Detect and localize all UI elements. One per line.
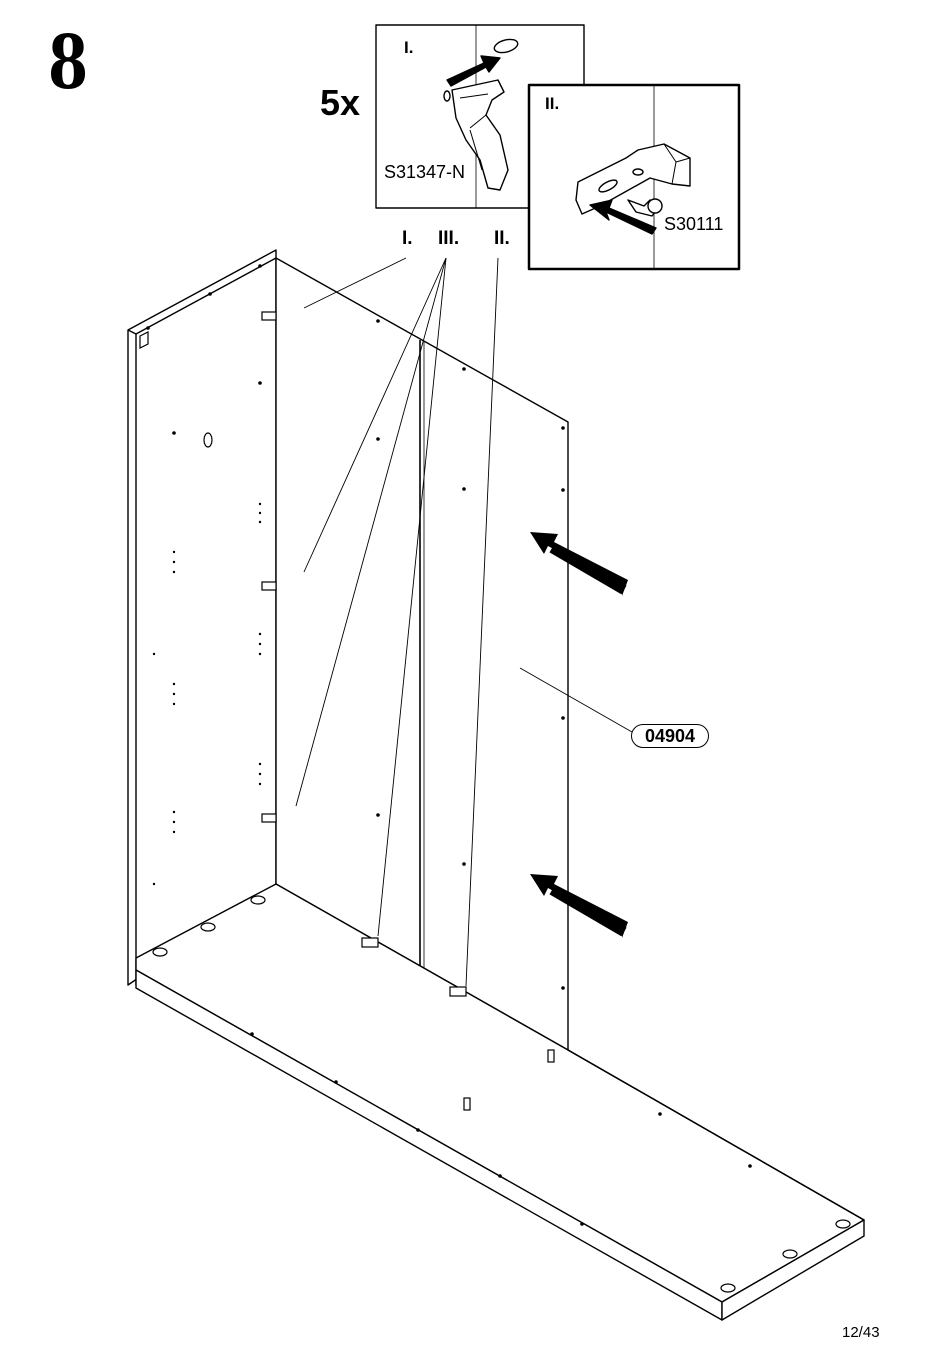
callout-label-2: II. — [494, 228, 510, 250]
inset-2-label: II. — [545, 94, 559, 114]
quantity-label: 5x — [320, 82, 360, 124]
panel-part-number-tag: 04904 — [631, 724, 709, 748]
inset-1-part-code: S31347-N — [384, 162, 465, 183]
callout-label-3: III. — [438, 228, 459, 250]
inset-2-part-code: S30111 — [664, 214, 723, 235]
side-panel — [128, 250, 276, 985]
callout-label-1: I. — [402, 228, 413, 250]
inset-1-label: I. — [404, 38, 413, 58]
step-number: 8 — [48, 26, 88, 100]
page-number: 12/43 — [842, 1324, 880, 1341]
